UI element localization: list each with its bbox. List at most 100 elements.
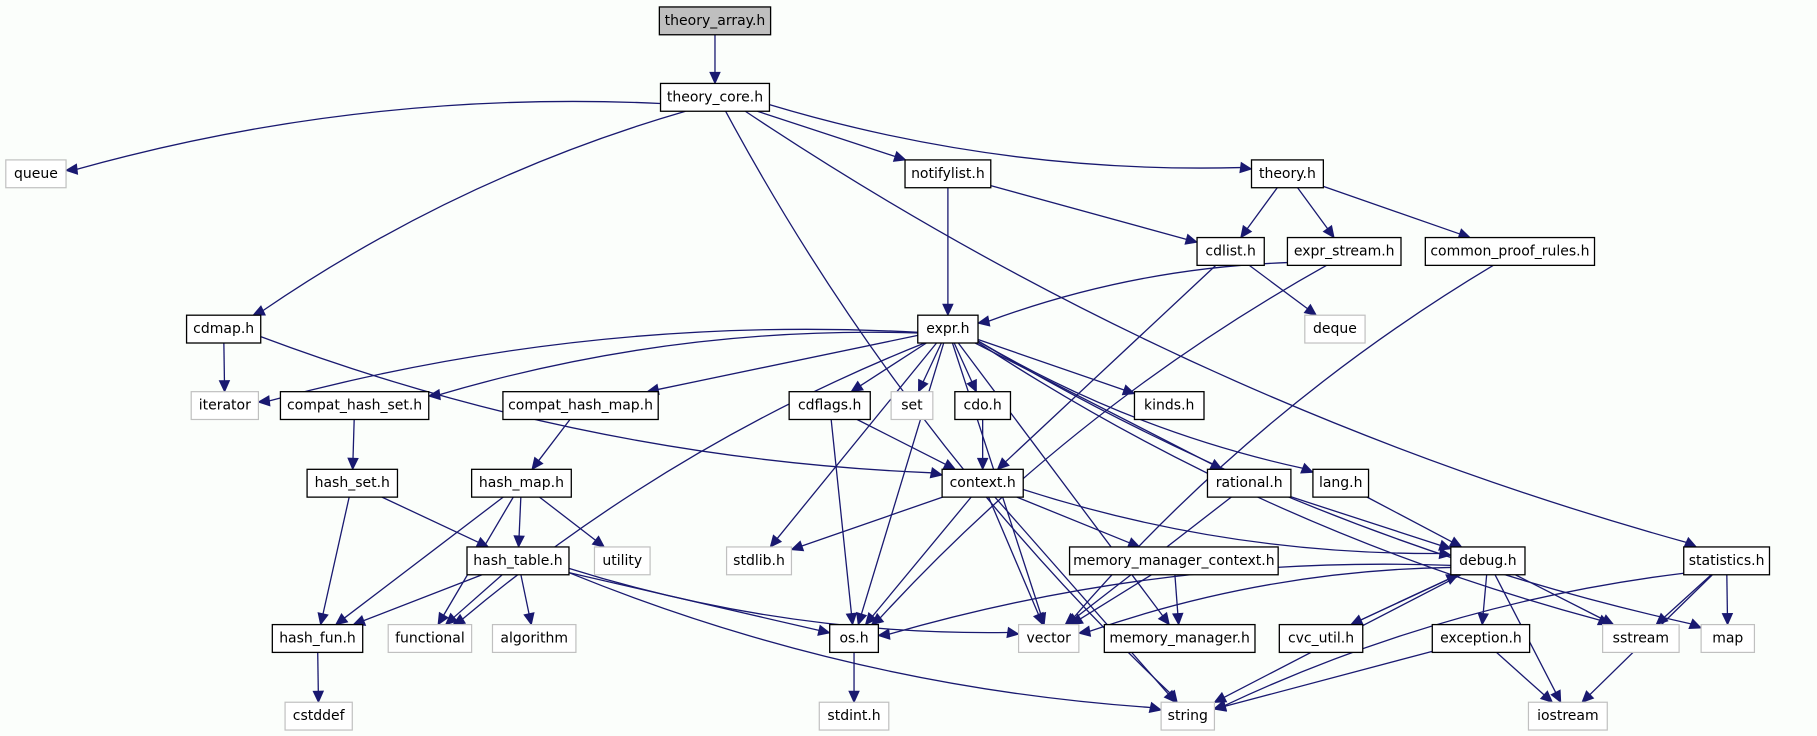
node-expr-stream[interactable]: expr_stream.h xyxy=(1286,236,1402,267)
node-box xyxy=(725,546,793,576)
edge-expr-to-memory_manager xyxy=(957,342,1164,617)
arrowhead-hash_map-to-hash_fun xyxy=(334,613,349,626)
arrowhead-hash_table-to-hash_fun xyxy=(352,615,367,626)
node-hash-set[interactable]: hash_set.h xyxy=(306,468,399,498)
node-cdflags[interactable]: cdflags.h xyxy=(788,391,871,421)
arrowhead-rational-to-debug xyxy=(1438,539,1452,551)
node-box xyxy=(387,623,473,654)
arrowhead-theory-to-cdlist xyxy=(1240,224,1253,239)
node-cdlist[interactable]: cdlist.h xyxy=(1196,236,1265,267)
node-label: statistics.h xyxy=(1689,553,1765,569)
arrowhead-hash_table-to-string xyxy=(1148,701,1163,713)
arrowhead-expr-to-cdo xyxy=(966,378,977,393)
arrowhead-theory-to-expr_stream xyxy=(1322,224,1335,239)
node-label: cvc_util.h xyxy=(1288,630,1354,646)
arrowhead-debug-to-exception xyxy=(1477,612,1489,626)
node-expr[interactable]: expr.h xyxy=(917,314,979,344)
node-compat-hash-set[interactable]: compat_hash_set.h xyxy=(279,391,430,421)
edge-hash_set-to-hash_table xyxy=(381,496,479,543)
edge-hash_table-to-vector xyxy=(568,567,1008,634)
node-theory-array[interactable]: theory_array.h xyxy=(658,6,772,36)
node-os[interactable]: os.h xyxy=(829,623,880,654)
node-hash-table[interactable]: hash_table.h xyxy=(466,546,570,576)
edge-expr-to-iterator xyxy=(269,328,918,402)
node-label: hash_table.h xyxy=(473,553,562,569)
node-label: sstream xyxy=(1613,630,1669,646)
arrowhead-theory_array-to-theory_core xyxy=(709,71,721,85)
edge-hash_table-to-functional xyxy=(453,574,503,618)
node-label: common_proof_rules.h xyxy=(1430,243,1589,259)
arrowhead-expr_stream-to-expr xyxy=(976,315,991,327)
edge-expr-to-kinds xyxy=(977,338,1125,391)
node-label: map xyxy=(1712,630,1743,646)
arrowhead-hash_table-to-functional xyxy=(444,612,459,626)
node-box xyxy=(1602,623,1680,654)
node-box xyxy=(829,623,880,654)
node-kinds[interactable]: kinds.h xyxy=(1133,391,1205,421)
arrowhead-cdmap-to-context xyxy=(929,467,944,479)
node-box xyxy=(658,6,772,36)
edge-statistics-to-map xyxy=(1726,574,1729,614)
node-cdmap[interactable]: cdmap.h xyxy=(185,314,262,344)
edge-context-to-stdlib xyxy=(801,496,943,547)
edge-expr-to-os xyxy=(860,342,945,615)
node-cvc-util[interactable]: cvc_util.h xyxy=(1278,623,1364,654)
edge-theory_core-to-cdmap xyxy=(262,110,686,312)
node-hash-fun[interactable]: hash_fun.h xyxy=(271,623,364,654)
node-common-proof-rules[interactable]: common_proof_rules.h xyxy=(1424,236,1596,267)
edge-cdmap-to-context xyxy=(260,336,932,474)
node-box xyxy=(1017,623,1080,654)
edge-expr-to-compat_hash_map xyxy=(657,334,918,391)
edge-expr-to-stdlib xyxy=(776,342,938,539)
node-cdo[interactable]: cdo.h xyxy=(954,391,1012,421)
edge-theory_core-to-statistics xyxy=(744,110,1687,543)
node-label: cdflags.h xyxy=(798,398,862,414)
node-memory-manager-context[interactable]: memory_manager_context.h xyxy=(1068,546,1279,576)
node-box xyxy=(1160,701,1216,731)
arrowhead-cdflags-to-context xyxy=(942,458,957,470)
node-statistics[interactable]: statistics.h xyxy=(1683,546,1771,576)
edge-cdlist-to-context xyxy=(1005,264,1217,463)
node-notifylist[interactable]: notifylist.h xyxy=(904,159,992,189)
node-box xyxy=(190,391,260,421)
arrowhead-cdlist-to-deque xyxy=(1303,303,1318,316)
node-rational[interactable]: rational.h xyxy=(1206,468,1292,498)
arrowhead-context-to-debug xyxy=(1438,547,1453,560)
node-theory-core[interactable]: theory_core.h xyxy=(659,82,771,112)
arrowhead-memory_manager_context-to-memory_manager xyxy=(1172,612,1184,626)
arrowhead-hash_table-to-algorithm xyxy=(523,612,535,626)
edge-compat_hash_map-to-hash_map xyxy=(538,419,571,461)
node-box xyxy=(818,701,890,731)
node-label: set xyxy=(901,398,923,414)
edge-hash_table-to-hash_fun xyxy=(363,574,483,622)
node-theory[interactable]: theory.h xyxy=(1250,159,1325,189)
arrowhead-hash_map-to-utility xyxy=(591,535,606,548)
edge-rational-to-debug xyxy=(1290,496,1441,547)
edge-expr-to-cdo xyxy=(953,342,973,382)
arrowhead-memory_manager_context-to-vector xyxy=(1070,613,1084,626)
node-label: string xyxy=(1168,708,1208,724)
edge-theory-to-expr_stream xyxy=(1297,187,1329,230)
node-box xyxy=(1206,468,1292,498)
node-functional: functional xyxy=(387,623,473,654)
edge-lang-to-debug xyxy=(1366,496,1453,543)
node-set: set xyxy=(890,391,934,421)
node-compat-hash-map[interactable]: compat_hash_map.h xyxy=(502,391,659,421)
node-box xyxy=(1068,546,1279,576)
node-box xyxy=(890,391,934,421)
arrowhead-expr-to-cdflags xyxy=(850,380,864,393)
node-context[interactable]: context.h xyxy=(941,468,1024,498)
node-memory-manager[interactable]: memory_manager.h xyxy=(1103,623,1256,654)
arrowhead-context-to-memory_manager_context xyxy=(1126,537,1141,548)
node-label: hash_map.h xyxy=(479,475,564,491)
node-hash-map[interactable]: hash_map.h xyxy=(470,468,572,498)
node-cstddef: cstddef xyxy=(284,701,353,731)
arrowhead-statistics-to-string xyxy=(1213,699,1228,711)
node-label: lang.h xyxy=(1319,475,1363,491)
node-lang[interactable]: lang.h xyxy=(1312,468,1370,498)
node-box xyxy=(1304,314,1366,344)
node-debug[interactable]: debug.h xyxy=(1450,546,1526,576)
node-exception[interactable]: exception.h xyxy=(1431,623,1531,654)
node-label: theory.h xyxy=(1259,166,1316,182)
node-label: cdlist.h xyxy=(1205,243,1255,259)
